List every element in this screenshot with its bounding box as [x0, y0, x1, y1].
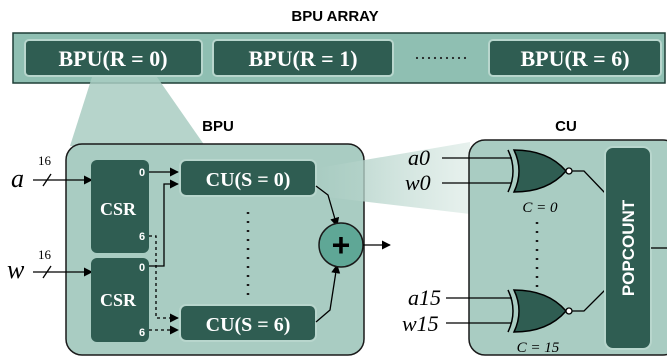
array-title: BPU ARRAY — [291, 8, 378, 25]
svg-text:POPCOUNT: POPCOUNT — [619, 199, 638, 296]
cu-title: CU — [555, 118, 577, 135]
svg-text:0: 0 — [139, 167, 145, 179]
csr-bottom: CSR 0 6 — [91, 258, 149, 342]
bpu-cu-0: CU(S = 0) — [179, 159, 317, 197]
svg-text:6: 6 — [139, 327, 145, 339]
input-a-label: a — [11, 164, 24, 193]
bpu-cu-6: CU(S = 6) — [179, 304, 317, 342]
xnor-gate-0 — [507, 149, 573, 193]
svg-text:CSR: CSR — [100, 199, 137, 219]
cu-input-a15: a15 — [408, 285, 441, 310]
bpu-title: BPU — [202, 118, 234, 135]
svg-text:CU(S = 6): CU(S = 6) — [206, 314, 291, 336]
svg-text:BPU(R = 1): BPU(R = 1) — [248, 46, 357, 71]
wire-cu6-adder — [315, 264, 341, 323]
xnor-gate-15 — [507, 289, 573, 333]
cu-input-a0: a0 — [408, 145, 430, 170]
cu-input-w15: w15 — [402, 311, 439, 336]
popcount-block: POPCOUNT — [604, 146, 652, 350]
input-w-width: 16 — [38, 247, 52, 262]
wire-cu0-adder — [315, 185, 340, 227]
gate-label-c15: C = 15 — [517, 340, 560, 356]
wire-gate0-popcount — [572, 170, 606, 194]
svg-text:BPU(R = 6): BPU(R = 6) — [520, 46, 629, 71]
svg-text:CSR: CSR — [100, 290, 137, 310]
zoom-wedge-cu — [318, 142, 470, 214]
wire-gate15-popcount — [572, 289, 606, 312]
svg-text:0: 0 — [139, 262, 145, 274]
svg-text:+: + — [332, 227, 351, 263]
svg-text:6: 6 — [139, 231, 145, 243]
array-bpu-6: BPU(R = 6) — [488, 39, 662, 77]
array-bpu-1: BPU(R = 1) — [212, 39, 394, 77]
input-w-label: w — [7, 255, 25, 284]
wire-csr-top-6 — [149, 235, 179, 323]
zoom-wedge-bpu — [70, 77, 205, 146]
csr-top: CSR 0 6 — [91, 160, 149, 253]
array-ellipsis: ········· — [414, 48, 468, 68]
cu-input-w0: w0 — [405, 170, 431, 195]
svg-text:CU(S = 0): CU(S = 0) — [206, 169, 291, 191]
input-w-bus-slash — [42, 265, 52, 279]
gate-label-c0: C = 0 — [522, 200, 558, 216]
array-bpu-0: BPU(R = 0) — [24, 39, 203, 77]
input-a-width: 16 — [38, 153, 52, 168]
input-a-bus-slash — [42, 173, 52, 187]
adder: + — [318, 222, 364, 268]
svg-text:BPU(R = 0): BPU(R = 0) — [58, 46, 167, 71]
